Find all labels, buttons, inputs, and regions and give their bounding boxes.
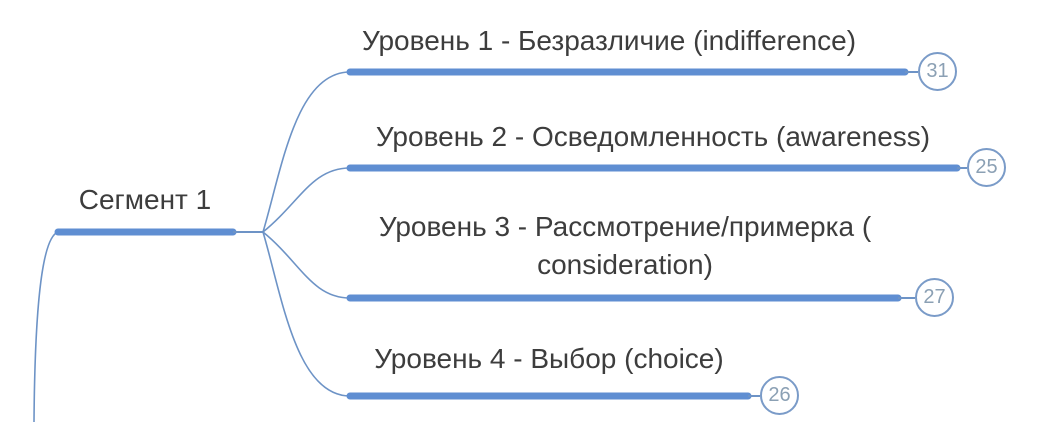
- branch-label-3[interactable]: Уровень 3 - Рассмотрение/примерка ( cons…: [378, 211, 872, 280]
- root-node-label[interactable]: Сегмент 1: [78, 184, 212, 215]
- branch-label-4[interactable]: Уровень 4 - Выбор (choice): [374, 343, 724, 374]
- branch-curve-4: [262, 231, 351, 397]
- node-count-badge-3[interactable]: 27: [915, 278, 954, 317]
- parent-connector-curve: [33, 231, 59, 422]
- node-count-badge-2[interactable]: 25: [967, 148, 1006, 187]
- branch-curve-3: [262, 231, 351, 299]
- node-count-badge-1[interactable]: 31: [918, 52, 957, 91]
- branch-curve-2: [262, 167, 351, 233]
- node-count-badge-4[interactable]: 26: [760, 376, 799, 415]
- branch-label-1[interactable]: Уровень 1 - Безразличие (indifference): [361, 25, 857, 56]
- branch-label-2[interactable]: Уровень 2 - Осведомленность (awareness): [375, 121, 931, 152]
- branch-curve-1: [262, 71, 351, 233]
